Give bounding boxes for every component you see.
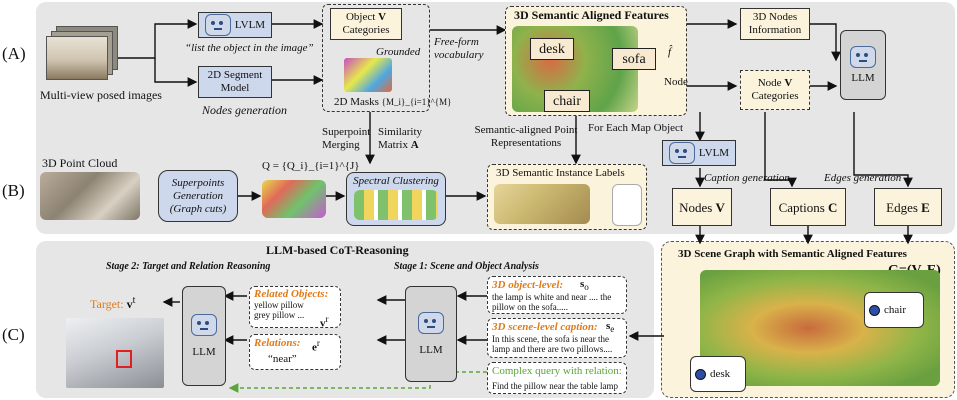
llm-top-box: LLM <box>840 30 886 100</box>
object-categories-line2: Categories <box>342 24 390 36</box>
relations-title: Relations: <box>254 337 301 349</box>
point-cloud-image <box>40 172 140 220</box>
masks-label: 2D Masks {M_i}_{i=1}^{M} <box>334 96 452 108</box>
object-level-box: 3D object-level: so the lamp is white an… <box>487 276 627 314</box>
target-image <box>66 318 164 388</box>
edges-generation-label: Edges generation <box>824 172 902 184</box>
lvlm-top-box: LVLM <box>198 12 272 38</box>
relations-box: Relations: er “near” <box>249 334 341 370</box>
segment-model-box: 2D Segment Model <box>198 66 272 98</box>
relations-symbol: er <box>312 338 320 354</box>
object-level-symbol: so <box>580 278 589 293</box>
nodes-generation-caption: Nodes generation <box>202 103 287 117</box>
tag-sofa: sofa <box>612 48 656 70</box>
instance-labels-title: 3D Semantic Instance Labels <box>496 167 625 179</box>
target-label: Target: vt <box>90 295 136 311</box>
nodes-information-box: 3D Nodes Information <box>740 8 810 40</box>
scene-level-title: 3D scene-level caption: <box>492 321 598 333</box>
object-categories-box: Object V Categories <box>330 8 402 40</box>
semantic-features-title: 3D Semantic Aligned Features <box>514 8 669 22</box>
object-mask-group <box>322 4 430 112</box>
tag-chair: chair <box>544 90 590 112</box>
scene-level-symbol: se <box>606 320 615 335</box>
node-dot-icon <box>869 304 880 316</box>
desk-label: desk <box>710 367 731 380</box>
related-objects-title: Related Objects: <box>254 288 329 300</box>
query-box: Complex query with relation: Find the pi… <box>487 362 627 394</box>
point-cloud-title: 3D Point Cloud <box>42 156 118 170</box>
scene-graph-title: 3D Scene Graph with Semantic Aligned Fea… <box>678 248 907 260</box>
node-dot-icon <box>695 368 706 380</box>
tag-desk: desk <box>530 38 574 60</box>
nodes-box: Nodes V <box>672 188 732 226</box>
scene-level-text: In this scene, the sofa is near the lamp… <box>492 334 613 354</box>
captions-box: Captions C <box>770 188 846 226</box>
related-objects-symbol: vr <box>320 314 329 330</box>
free-form-vocabulary: Free-form vocabulary <box>434 36 484 61</box>
lvlm-prompt: “list the object in the image” <box>185 42 314 54</box>
grounded-label: Grounded <box>376 46 421 58</box>
similarity-matrix-label: Similarity Matrix A <box>378 126 422 151</box>
chair-node-label: chair <box>864 292 924 328</box>
row-label-a: (A) <box>2 44 26 63</box>
robot-icon <box>668 142 695 164</box>
scene-level-box: 3D scene-level caption: se In this scene… <box>487 318 627 358</box>
row-label-b: (B) <box>2 181 25 200</box>
robot-icon <box>204 14 231 36</box>
cot-title: LLM-based CoT-Reasoning <box>266 243 409 257</box>
row-label-c: (C) <box>2 325 25 344</box>
f-hat-label: f̂ <box>668 46 672 58</box>
caption-generation-label: Caption generation <box>704 172 790 184</box>
clustering-image <box>354 190 438 220</box>
target-highlight <box>116 350 132 368</box>
edges-box: Edges E <box>874 188 942 226</box>
lvlm-top-label: LVLM <box>234 18 266 31</box>
superpoint-merging-label: Superpoint Merging <box>322 126 371 151</box>
robot-icon <box>850 45 876 68</box>
llm-left-box: LLM <box>182 286 226 386</box>
instance-thumbs <box>612 184 642 226</box>
instance-labels-image <box>494 184 590 224</box>
superpoints-image <box>262 180 326 218</box>
desk-node-label: desk <box>690 356 746 392</box>
node-label: Node <box>664 76 688 88</box>
spectral-clustering-label: Spectral Clustering <box>353 175 439 187</box>
query-title: Complex query with relation: <box>492 365 622 377</box>
multiview-caption: Multi-view posed images <box>40 88 162 102</box>
relations-text: “near” <box>268 353 297 365</box>
lvlm-mid-box: LVLM <box>662 140 736 166</box>
object-level-text: the lamp is white and near .... the pill… <box>492 292 612 312</box>
chair-label: chair <box>884 303 906 316</box>
stage2-label: Stage 2: Target and Relation Reasoning <box>106 261 271 272</box>
multiview-images-icon <box>46 26 118 80</box>
semantic-aligned-label: Semantic-aligned Point Representations <box>474 124 578 149</box>
related-objects-box: Related Objects: yellow pillow grey pill… <box>249 286 341 330</box>
llm-left-label: LLM <box>192 345 216 358</box>
object-categories-line1: Object V <box>345 11 387 23</box>
node-categories-line1: Node V <box>757 77 793 89</box>
node-categories-line2: Categories <box>751 90 799 102</box>
query-text: Find the pillow near the table lamp <box>492 381 618 391</box>
llm-right-box: LLM <box>405 286 457 382</box>
for-each-map-object: For Each Map Object <box>588 122 683 134</box>
stage1-label: Stage 1: Scene and Object Analysis <box>394 261 539 272</box>
robot-icon <box>418 311 444 334</box>
llm-top-label: LLM <box>851 71 875 84</box>
q-formula: Q = {Q_i}_{i=1}^{J} <box>262 160 360 172</box>
node-categories-box: Node V Categories <box>740 70 810 110</box>
superpoints-box: Superpoints Generation (Graph cuts) <box>158 170 238 222</box>
lvlm-mid-label: LVLM <box>698 146 730 159</box>
related-objects-text: yellow pillow grey pillow ... <box>254 300 305 320</box>
llm-right-label: LLM <box>419 343 443 356</box>
object-level-title: 3D object-level: <box>492 279 564 291</box>
masks-image <box>344 58 392 92</box>
robot-icon <box>191 313 217 336</box>
